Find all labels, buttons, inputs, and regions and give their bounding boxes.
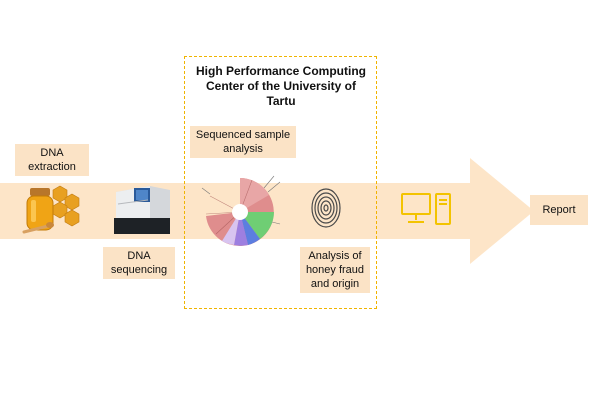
krona-chart-icon [201, 175, 281, 246]
report-label: Report [530, 195, 588, 225]
fingerprint-icon [311, 188, 341, 228]
honey-jar-icon [22, 185, 80, 234]
fraud-analysis-label: Analysis of honey fraud and origin [300, 247, 370, 293]
sequenced-analysis-label: Sequenced sample analysis [190, 126, 296, 158]
hpc-container [184, 56, 377, 309]
dna-extraction-label: DNA extraction [15, 144, 89, 176]
hpc-title: High Performance Computing Center of the… [195, 64, 366, 108]
dna-sequencer-icon [114, 186, 170, 234]
computer-icon [401, 193, 451, 225]
dna-sequencing-label: DNA sequencing [103, 247, 175, 279]
